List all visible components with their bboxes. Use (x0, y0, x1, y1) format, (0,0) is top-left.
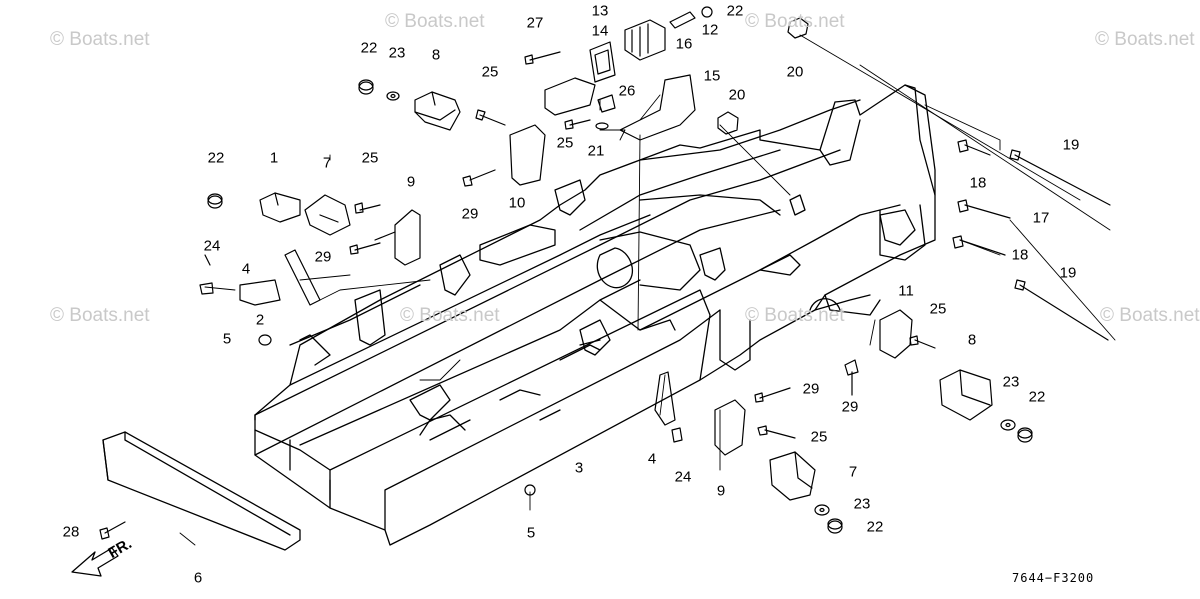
front-direction-arrow (71, 547, 119, 577)
diagram-code: 7644−F3200 (1012, 571, 1095, 585)
part-label: 11 (898, 282, 914, 300)
watermark: © Boats.net (1095, 29, 1195, 50)
part-label: 24 (674, 468, 692, 486)
part-label: 18 (969, 174, 987, 192)
part-label: 25 (481, 63, 499, 81)
part-label: 6 (193, 569, 203, 587)
part-label: 8 (967, 331, 977, 349)
part-label: 7 (322, 154, 332, 172)
part-label: 19 (1059, 264, 1077, 282)
part-label: 18 (1011, 246, 1029, 264)
part-label: 20 (786, 63, 804, 81)
part-label: 27 (526, 14, 544, 32)
part-label: 23 (388, 44, 406, 62)
part-label: 13 (591, 2, 609, 20)
part-label: 15 (703, 67, 721, 85)
part-label: 22 (207, 149, 225, 167)
watermark: © Boats.net (50, 29, 150, 50)
front-bumper (102, 431, 301, 551)
frame-assembly (254, 84, 936, 546)
watermark: © Boats.net (385, 11, 485, 32)
part-label: 12 (701, 21, 719, 39)
watermark: © Boats.net (400, 305, 500, 326)
part-label: 25 (556, 134, 574, 152)
part-label: 10 (508, 194, 526, 212)
part-label: 16 (675, 35, 693, 53)
part-label: 23 (1002, 373, 1020, 391)
part-label: 23 (853, 495, 871, 513)
part-label: 17 (1032, 209, 1050, 227)
part-label: 28 (62, 523, 80, 541)
part-label: 29 (802, 380, 820, 398)
part-label: 25 (810, 428, 828, 446)
part-label: 26 (618, 82, 636, 100)
small-parts (99, 6, 1111, 540)
part-label: 8 (431, 46, 441, 64)
watermark: © Boats.net (745, 11, 845, 32)
part-label: 29 (314, 248, 332, 266)
part-label: 22 (360, 39, 378, 57)
part-label: 29 (461, 205, 479, 223)
part-label: 20 (728, 86, 746, 104)
part-label: 22 (866, 518, 884, 536)
part-label: 25 (361, 149, 379, 167)
watermark: © Boats.net (1100, 305, 1200, 326)
part-label: 5 (222, 330, 232, 348)
part-label: 22 (726, 2, 744, 20)
part-label: 2 (255, 311, 265, 329)
part-label: 21 (587, 142, 605, 160)
part-label: 1 (269, 149, 279, 167)
part-label: 22 (1028, 388, 1046, 406)
part-label: 7 (848, 463, 858, 481)
part-label: 14 (591, 22, 609, 40)
part-label: 9 (716, 482, 726, 500)
part-label: 5 (526, 524, 536, 542)
part-label: 25 (929, 300, 947, 318)
part-label: 3 (574, 459, 584, 477)
part-label: 9 (406, 173, 416, 191)
watermark: © Boats.net (745, 305, 845, 326)
part-label: 19 (1062, 136, 1080, 154)
part-label: 29 (841, 398, 859, 416)
watermark: © Boats.net (50, 305, 150, 326)
part-label: 24 (203, 237, 221, 255)
part-label: 4 (241, 260, 251, 278)
part-label: 4 (647, 450, 657, 468)
